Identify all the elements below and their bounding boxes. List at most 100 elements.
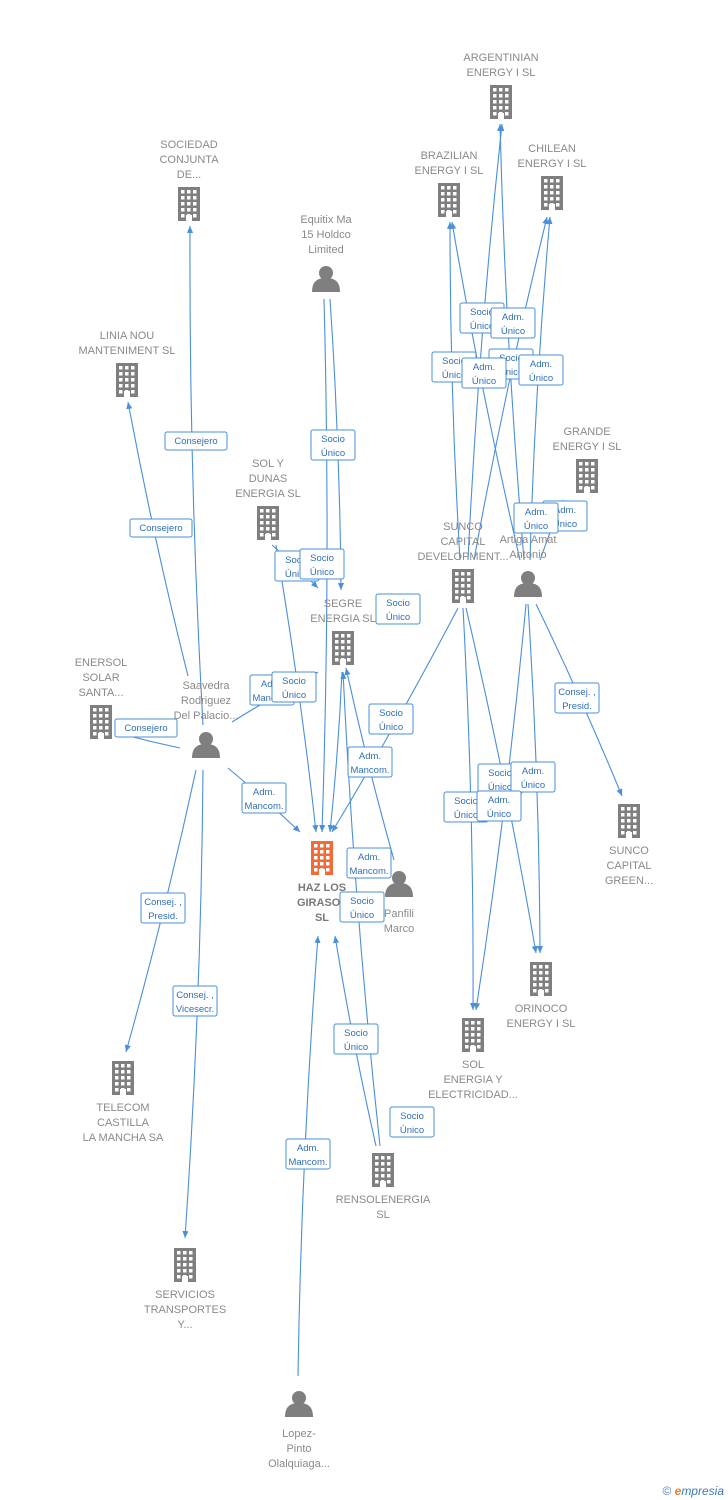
edge-sunco_dev-to-argentinian[interactable]	[467, 123, 505, 561]
edge-label-saavedra-to-linia[interactable]: Consejero	[129, 518, 193, 538]
building-icon	[438, 183, 460, 217]
node-label: ARGENTINIAN	[463, 52, 538, 64]
node-label: Rodriguez	[181, 695, 231, 707]
edge-label-text: Adm.	[530, 359, 552, 370]
node-label: GREEN...	[605, 875, 653, 887]
edge-labels-layer: SocioÚnicoConsejeroConsejeroConsejeroAdm…	[114, 302, 600, 1170]
node-label: ELECTRICIDAD...	[428, 1089, 518, 1101]
node-label: SL	[315, 912, 329, 924]
node-lopez[interactable]: Lopez-PintoOlalquiaga...	[268, 1391, 330, 1470]
edge-label-text: Mancom.	[350, 765, 389, 776]
edge-artiga-to-argentinian[interactable]	[497, 123, 525, 561]
edge-sunco_dev-to-brazilian[interactable]	[446, 221, 461, 561]
edge-label-saavedra-to-telecom[interactable]: Consej. ,Presid.	[140, 892, 186, 924]
edge-label-saavedra-to-sociedad[interactable]: Consejero	[164, 431, 228, 451]
node-label: DE...	[177, 169, 201, 181]
node-label: Panfili	[384, 908, 414, 920]
person-icon	[312, 266, 340, 292]
edge-label-artiga-to-chilean[interactable]: Adm.Único	[518, 354, 564, 386]
building-icon	[452, 569, 474, 603]
edge-label-artiga-to-solenergia[interactable]: Adm.Único	[476, 790, 522, 822]
edge-label-lopez-to-haz[interactable]: Adm.Mancom.	[285, 1138, 331, 1170]
edge-sunco_dev-to-chilean[interactable]	[473, 216, 549, 561]
edge-label-artiga-to-orinoco[interactable]: Adm.Único	[510, 761, 556, 793]
node-label: ENERGIA SL	[235, 488, 300, 500]
edge-label-text: Mancom.	[349, 866, 388, 877]
edge-label-saavedra-to-servicios[interactable]: Consej. ,Vicesecr.	[172, 985, 218, 1017]
node-sunco_dev[interactable]: SUNCOCAPITALDEVELOPMENT...	[417, 521, 509, 603]
edge-saavedra-to-sociedad[interactable]	[186, 225, 204, 726]
node-label: ORINOCO	[515, 1003, 568, 1015]
edge-label-artiga-to-argentinian[interactable]: Adm.Único	[513, 502, 559, 534]
edge-label-text: Mancom.	[244, 801, 283, 812]
edge-label-text: Adm.	[522, 766, 544, 777]
building-icon	[174, 1248, 196, 1282]
edge-label-text: Mancom.	[288, 1157, 327, 1168]
edge-label-panfili-to-segre[interactable]: Adm.Mancom.	[347, 746, 393, 778]
node-label: Artiga Amat	[500, 534, 557, 546]
node-label: ENERGIA Y	[443, 1074, 503, 1086]
edge-label-text: Consej. ,	[176, 990, 214, 1001]
building-icon	[541, 176, 563, 210]
node-brazilian[interactable]: BRAZILIAN ENERGY I SL	[415, 150, 484, 217]
edge-label-text: Único	[350, 910, 374, 921]
person-icon	[192, 732, 220, 758]
person-icon	[285, 1391, 313, 1417]
node-label: Marco	[384, 923, 415, 935]
node-sunco_green[interactable]: SUNCOCAPITALGREEN...	[605, 804, 653, 887]
edge-label-text: Socio	[470, 307, 494, 318]
edge-label-artiga-to-sunco_green[interactable]: Consej. ,Presid.	[554, 682, 600, 714]
node-label: BRAZILIAN	[421, 150, 478, 162]
node-enersol[interactable]: ENERSOLSOLARSANTA...	[75, 657, 128, 739]
node-solenergia[interactable]: SOLENERGIA YELECTRICIDAD...	[428, 1018, 518, 1101]
node-label: Olalquiaga...	[268, 1458, 330, 1470]
edge-artiga-to-brazilian[interactable]	[450, 221, 521, 561]
node-orinoco[interactable]: ORINOCO ENERGY I SL	[507, 962, 576, 1030]
edge-label-artiga-to-argentinian[interactable]: Adm.Único	[490, 307, 536, 339]
node-servicios[interactable]: SERVICIOSTRANSPORTESY...	[144, 1248, 226, 1331]
edge-label-text: Adm.	[253, 787, 275, 798]
edge-label-text: Socio	[379, 708, 403, 719]
node-label: ENERGY I SL	[507, 1018, 576, 1030]
node-label: ENERGY I SL	[518, 158, 587, 170]
node-label: CONJUNTA	[159, 154, 219, 166]
edge-label-text: Consej. ,	[144, 897, 182, 908]
node-sociedad[interactable]: SOCIEDADCONJUNTADE...	[159, 139, 219, 221]
node-label: CAPITAL	[606, 860, 651, 872]
node-label: ENERGY I SL	[415, 165, 484, 177]
edge-label-text: Único	[400, 1125, 424, 1136]
node-label: ENERSOL	[75, 657, 128, 669]
node-label: GIRASOL	[297, 897, 347, 909]
edge-label-artiga-to-brazilian[interactable]: Adm.Único	[461, 357, 507, 389]
footer-brand[interactable]: © empresia	[662, 1484, 724, 1498]
edge-label-panfili-to-haz[interactable]: Adm.Mancom.	[346, 847, 392, 879]
edge-segre-to-haz[interactable]	[327, 671, 343, 833]
edge-label-saavedra-to-haz[interactable]: Adm. Mancom.	[241, 782, 287, 814]
edge-label-text: Socio	[282, 676, 306, 687]
edge-label-text: Único	[310, 567, 334, 578]
edge-label-saavedra-to-enersol[interactable]: Consejero	[114, 718, 178, 738]
edge-saavedra-to-linia[interactable]	[126, 401, 189, 677]
